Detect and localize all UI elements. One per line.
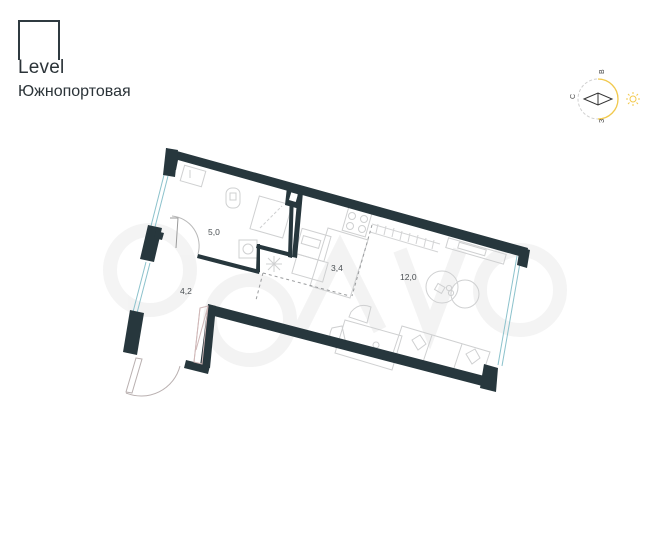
zone-dividers (255, 224, 373, 301)
compass-east: В (599, 69, 606, 74)
doors (125, 215, 209, 397)
compass-west: З (599, 119, 606, 123)
logo-frame (18, 20, 60, 60)
compass: В С З (570, 69, 640, 123)
brand-name: Level (18, 57, 65, 78)
furniture (179, 164, 507, 383)
sun-icon (626, 92, 640, 106)
compass-north: С (570, 94, 577, 99)
compass-needle-icon (582, 92, 614, 106)
walls (123, 148, 530, 392)
sunlit-arc (597, 78, 619, 120)
project-name: Южнопортовая (18, 83, 131, 100)
area-kitchen: 3,4 (331, 263, 343, 273)
radiator (369, 223, 441, 253)
area-living: 12,0 (400, 272, 417, 282)
vent-icon (266, 256, 282, 272)
area-hallway: 4,2 (180, 286, 192, 296)
area-bathroom: 5,0 (208, 227, 220, 237)
windows (132, 174, 522, 367)
